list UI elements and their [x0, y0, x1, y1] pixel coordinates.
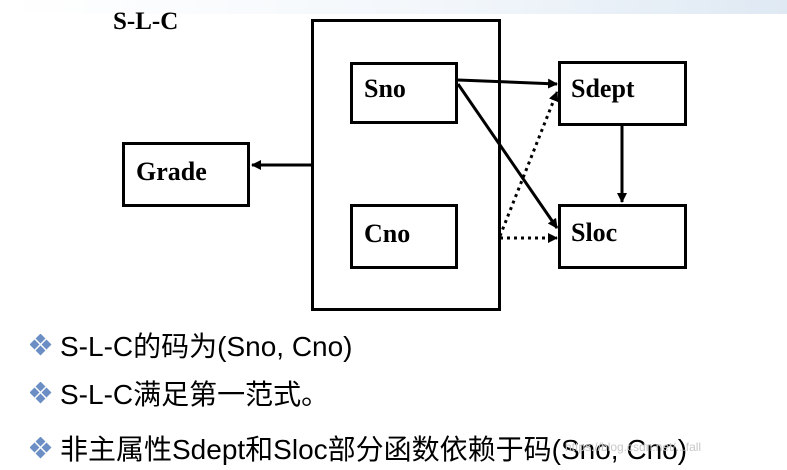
- sno-label: Sno: [364, 74, 406, 103]
- dotted-arrow-to-sdept: [498, 91, 559, 237]
- cno-node: Cno: [350, 204, 458, 269]
- arrow-sno-to-sloc: [456, 83, 559, 229]
- diagram-title: S-L-C: [113, 8, 179, 35]
- sloc-node: Sloc: [558, 204, 687, 269]
- bullet-text-2: S-L-C满足第一范式。: [60, 379, 330, 410]
- sdept-label: Sdept: [571, 74, 635, 103]
- bullet-text-3: 非主属性Sdept和Sloc部分函数依赖于码(Sno, Cno): [60, 434, 688, 465]
- cno-label: Cno: [364, 219, 411, 248]
- watermark-text: https://blog.csdn.net/...fall: [565, 440, 702, 454]
- bullet-item-1: S-L-C的码为(Sno, Cno): [30, 325, 353, 365]
- bullet-item-3: 非主属性Sdept和Sloc部分函数依赖于码(Sno, Cno): [30, 428, 687, 468]
- bullet-item-2: S-L-C满足第一范式。: [30, 373, 329, 413]
- diamond-bullet-icon: [30, 334, 52, 356]
- diamond-bullet-icon: [30, 382, 52, 404]
- sloc-label: Sloc: [571, 218, 618, 247]
- grade-label: Grade: [136, 157, 207, 186]
- arrow-sno-to-sdept: [457, 78, 558, 89]
- grade-node: Grade: [122, 142, 250, 207]
- diamond-bullet-icon: [30, 437, 52, 459]
- sdept-node: Sdept: [558, 61, 687, 126]
- bullet-text-1: S-L-C的码为(Sno, Cno): [60, 331, 353, 362]
- top-gradient-band: [0, 0, 787, 14]
- sno-node: Sno: [350, 62, 458, 124]
